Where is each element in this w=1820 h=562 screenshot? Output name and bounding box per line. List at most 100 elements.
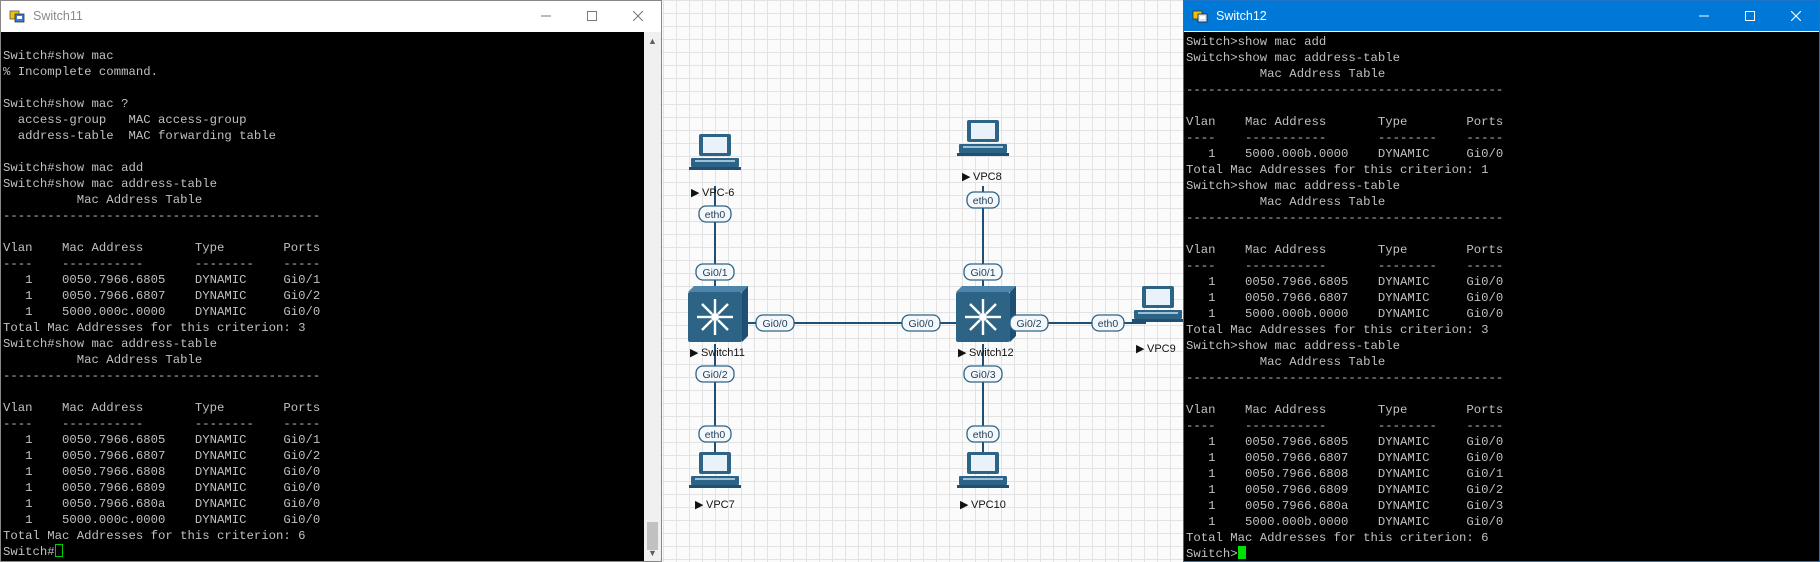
minimize-button[interactable] — [1681, 1, 1727, 31]
vpc8-node[interactable]: ▶ VPC8 — [957, 120, 1009, 183]
iface-vpc7-eth0: eth0 — [698, 425, 732, 443]
minimize-button[interactable] — [523, 1, 569, 31]
window-controls — [523, 1, 661, 31]
maximize-icon — [587, 11, 597, 21]
vpc6-label: VPC-6 — [702, 187, 734, 199]
terminal-line: 1 0050.7966.6807 DYNAMIC Gi0/2 — [3, 449, 321, 463]
terminal-line: ----------------------------------------… — [1186, 371, 1504, 385]
terminal-line: 1 0050.7966.6807 DYNAMIC Gi0/0 — [1186, 291, 1504, 305]
svg-text:Gi0/0: Gi0/0 — [762, 318, 787, 330]
terminal-line: 1 5000.000b.0000 DYNAMIC Gi0/0 — [1186, 147, 1504, 161]
close-button[interactable] — [1773, 1, 1819, 31]
interface-badges: eth0 Gi0/1 Gi0/0 Gi0/0 Gi0/2 eth0 — [695, 191, 1125, 443]
terminal-line: 1 0050.7966.6808 DYNAMIC Gi0/1 — [1186, 467, 1504, 481]
play-icon: ▶ — [695, 499, 704, 511]
iface-vpc8-eth0: eth0 — [966, 191, 1000, 209]
terminal-prompt-line[interactable]: Switch# — [3, 544, 644, 560]
close-icon — [633, 11, 643, 21]
iface-sw11-gi00: Gi0/0 — [755, 314, 795, 332]
terminal-line: Vlan Mac Address Type Ports — [1186, 403, 1504, 417]
window-controls — [1681, 1, 1819, 31]
terminal-line: Total Mac Addresses for this criterion: … — [3, 529, 306, 543]
play-icon: ▶ — [958, 347, 967, 359]
svg-text:eth0: eth0 — [705, 429, 726, 441]
terminal-line: 1 0050.7966.6809 DYNAMIC Gi0/2 — [1186, 483, 1504, 497]
switch11-terminal-window[interactable]: Switch11 Switch#show mac % Incomplete com… — [0, 0, 662, 562]
switch11-label: Switch11 — [701, 347, 745, 359]
iface-sw11-gi02: Gi0/2 — [695, 365, 735, 383]
terminal-line: 1 0050.7966.6805 DYNAMIC Gi0/0 — [1186, 275, 1504, 289]
terminal-line: ---- ----------- -------- ----- — [3, 417, 321, 431]
terminal-line: ---- ----------- -------- ----- — [3, 257, 321, 271]
terminal-line — [3, 384, 644, 400]
maximize-icon — [1745, 11, 1755, 21]
pc-icon — [957, 120, 1009, 156]
terminal-line: Mac Address Table — [3, 193, 203, 207]
terminal-line: Switch>show mac add — [1186, 35, 1327, 49]
switch12-node[interactable]: ▶ Switch12 — [954, 284, 1018, 359]
maximize-button[interactable] — [1727, 1, 1773, 31]
switch-icon — [954, 284, 1018, 344]
terminal-line — [3, 144, 644, 160]
switch-icon — [686, 284, 750, 344]
switch11-titlebar[interactable]: Switch11 — [1, 1, 661, 31]
switch12-window-title: Switch12 — [1216, 9, 1267, 23]
terminal-line: Switch#show mac ? — [3, 97, 129, 111]
terminal-line: Switch>show mac address-table — [1186, 179, 1401, 193]
terminal-line: Total Mac Addresses for this criterion: … — [1186, 163, 1489, 177]
vpc9-node[interactable]: ▶ VPC9 — [1132, 286, 1184, 355]
terminal-prompt: Switch> — [1186, 547, 1238, 561]
terminal-line: Vlan Mac Address Type Ports — [3, 241, 321, 255]
close-button[interactable] — [615, 1, 661, 31]
scrollbar-thumb[interactable] — [647, 522, 658, 550]
terminal-line: Vlan Mac Address Type Ports — [1186, 243, 1504, 257]
terminal-line — [1186, 386, 1819, 402]
terminal-line: Mac Address Table — [3, 353, 203, 367]
switch11-terminal-output[interactable]: Switch#show mac % Incomplete command. Swit… — [1, 32, 644, 561]
terminal-line: Mac Address Table — [1186, 195, 1386, 209]
terminal-line: 1 0050.7966.680a DYNAMIC Gi0/3 — [1186, 499, 1504, 513]
terminal-line — [1186, 226, 1819, 242]
terminal-line: ----------------------------------------… — [1186, 211, 1504, 225]
switch12-titlebar[interactable]: Switch12 — [1184, 1, 1819, 31]
terminal-line: 1 5000.000c.0000 DYNAMIC Gi0/0 — [3, 513, 321, 527]
vpc8-label: VPC8 — [973, 171, 1002, 183]
terminal-line: % Incomplete command. — [3, 65, 158, 79]
vpc9-label: VPC9 — [1147, 343, 1176, 355]
terminal-line: ----------------------------------------… — [3, 369, 321, 383]
iface-sw12-gi03: Gi0/3 — [963, 365, 1003, 383]
terminal-line: 1 0050.7966.6805 DYNAMIC Gi0/1 — [3, 273, 321, 287]
iface-sw11-gi01: Gi0/1 — [695, 263, 735, 281]
pc-icon — [689, 134, 741, 170]
terminal-cursor — [54, 544, 63, 557]
svg-text:eth0: eth0 — [973, 195, 994, 207]
terminal-line: 1 0050.7966.6807 DYNAMIC Gi0/0 — [1186, 451, 1504, 465]
vpc10-node[interactable]: ▶ VPC10 — [957, 452, 1009, 511]
terminal-line: Mac Address Table — [1186, 355, 1386, 369]
pc-icon — [957, 452, 1009, 488]
vpc6-node[interactable]: ▶ VPC-6 — [689, 134, 741, 199]
app-icon — [1192, 8, 1208, 24]
switch11-node[interactable]: ▶ Switch11 — [686, 284, 750, 359]
terminal-line: Switch#show mac — [3, 49, 114, 63]
terminal-line: Switch#show mac add — [3, 161, 144, 175]
vpc7-node[interactable]: ▶ VPC7 — [689, 452, 741, 511]
terminal-line: 1 0050.7966.6807 DYNAMIC Gi0/2 — [3, 289, 321, 303]
vertical-scrollbar[interactable]: ▲ ▼ — [644, 32, 661, 561]
svg-text:eth0: eth0 — [705, 209, 726, 221]
terminal-prompt-line[interactable]: Switch> — [1186, 546, 1819, 561]
terminal-line: 1 0050.7966.680a DYNAMIC Gi0/0 — [3, 497, 321, 511]
play-icon: ▶ — [962, 171, 971, 183]
scroll-up-icon[interactable]: ▲ — [648, 35, 657, 46]
iface-vpc9-eth0: eth0 — [1091, 314, 1125, 332]
terminal-line: 1 0050.7966.6805 DYNAMIC Gi0/1 — [3, 433, 321, 447]
scroll-down-icon[interactable]: ▼ — [648, 547, 657, 558]
terminal-cursor — [1237, 546, 1246, 559]
pc-icon — [1132, 286, 1184, 322]
svg-text:Gi0/2: Gi0/2 — [702, 369, 727, 381]
play-icon: ▶ — [1136, 343, 1145, 355]
maximize-button[interactable] — [569, 1, 615, 31]
terminal-line: Vlan Mac Address Type Ports — [3, 401, 321, 415]
